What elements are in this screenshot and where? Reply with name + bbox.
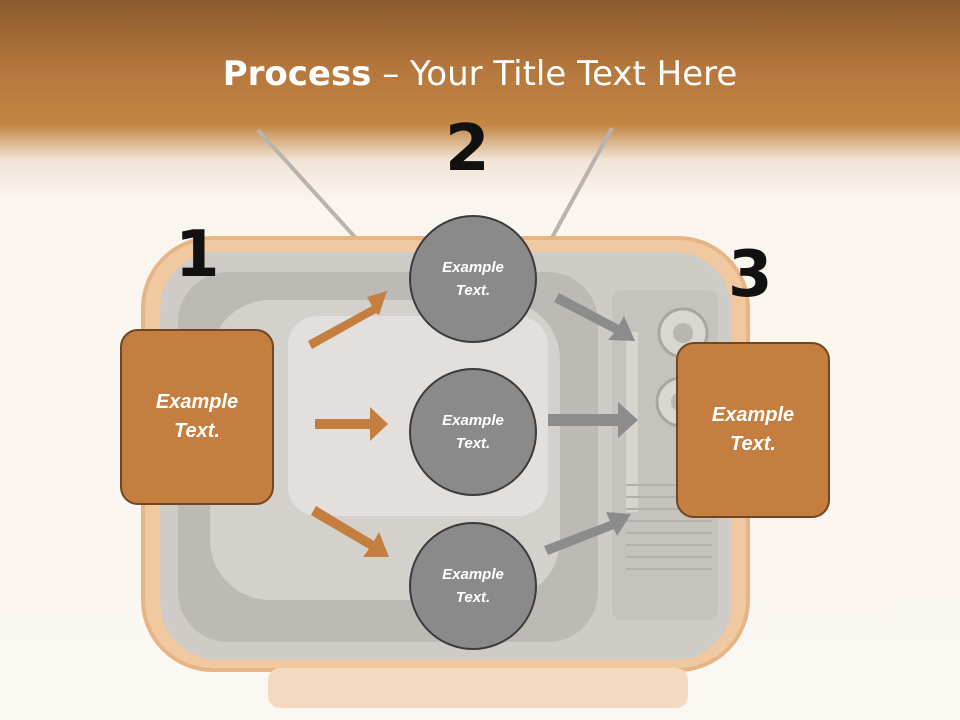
step-box-right-text: Example Text. <box>711 404 795 455</box>
step-number-3: 3 <box>728 238 773 312</box>
step-box-left-text: Example Text. <box>155 391 239 442</box>
arrow-left-to-top-icon <box>308 291 387 349</box>
step-circle-top: Example Text. <box>409 215 537 343</box>
tv-antenna-left <box>256 128 364 247</box>
slide-title: Process – Your Title Text Here <box>0 52 960 96</box>
step-circle-middle: Example Text. <box>409 368 537 496</box>
step-box-left: Example Text. <box>120 329 274 505</box>
step-number-1: 1 <box>175 218 220 292</box>
title-bold: Process <box>222 54 372 94</box>
arrow-mid-to-right-icon <box>548 402 638 438</box>
step-circle-middle-text: Example Text. <box>442 412 504 452</box>
tv-base <box>268 668 688 708</box>
arrow-bottom-to-right-icon <box>544 512 631 555</box>
arrow-left-to-bottom-icon <box>311 506 389 557</box>
title-rest: – Your Title Text Here <box>371 54 738 94</box>
arrow-top-to-right-icon <box>554 293 635 341</box>
step-number-2: 2 <box>445 112 490 186</box>
step-circle-top-text: Example Text. <box>442 259 504 299</box>
step-circle-bottom: Example Text. <box>409 522 537 650</box>
step-circle-bottom-text: Example Text. <box>442 566 504 606</box>
step-box-right: Example Text. <box>676 342 830 518</box>
arrow-left-to-mid-icon <box>315 407 388 441</box>
tv-antenna-right <box>546 127 614 246</box>
